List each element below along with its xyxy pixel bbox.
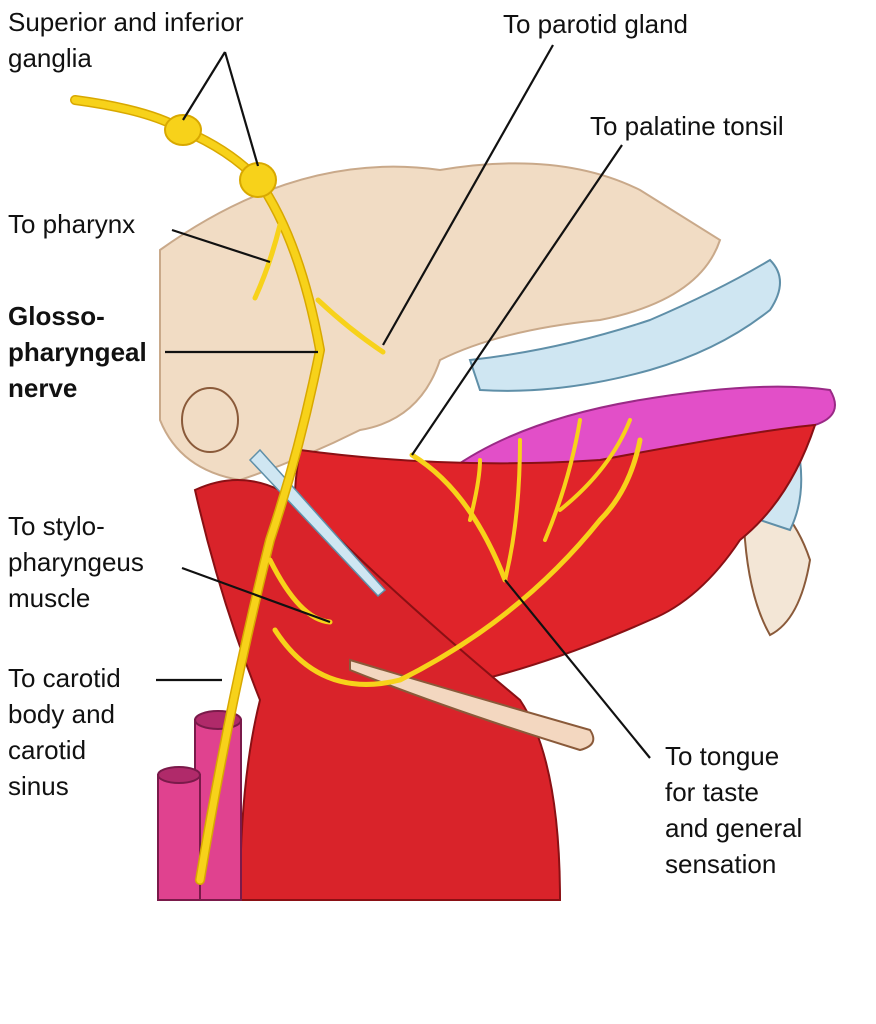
label-carotid: To carotid body and carotid sinus [8,660,121,804]
label-line: for taste [665,777,759,807]
label-line: and general [665,813,803,843]
label-line: sinus [8,771,69,801]
label-line: To carotid [8,663,121,693]
leader-lines [156,44,651,759]
label-line: nerve [8,373,78,403]
external-carotid-artery [157,774,201,901]
label-line: To tongue [665,741,780,771]
label-parotid: To parotid gland [503,6,688,42]
label-line: pharyngeus [8,547,144,577]
superior-ganglion [164,114,202,146]
label-line: pharyngeal [8,337,147,367]
label-stylopharyngeus: To stylo- pharyngeus muscle [8,508,144,616]
label-line: Superior and inferior [8,7,244,37]
label-line: body and [8,699,115,729]
label-line: To parotid gland [503,9,689,39]
label-line: To pharynx [8,209,136,239]
label-line: muscle [8,583,91,613]
label-ganglia: Superior and inferior ganglia [8,4,244,76]
upper-teeth [468,258,781,392]
hyoid-bone [349,658,595,752]
label-palatine-tonsil: To palatine tonsil [590,108,784,144]
inferior-ganglion [239,162,277,198]
label-line: ganglia [8,43,92,73]
label-line: Glosso- [8,301,105,331]
label-line: carotid [8,735,87,765]
label-line: To palatine tonsil [590,111,784,141]
label-glossopharyngeal-nerve: Glosso- pharyngeal nerve [8,298,147,406]
label-line: sensation [665,849,777,879]
ear [181,387,239,453]
label-tongue: To tongue for taste and general sensatio… [665,738,802,882]
label-line: To stylo- [8,511,105,541]
label-pharynx: To pharynx [8,206,135,242]
